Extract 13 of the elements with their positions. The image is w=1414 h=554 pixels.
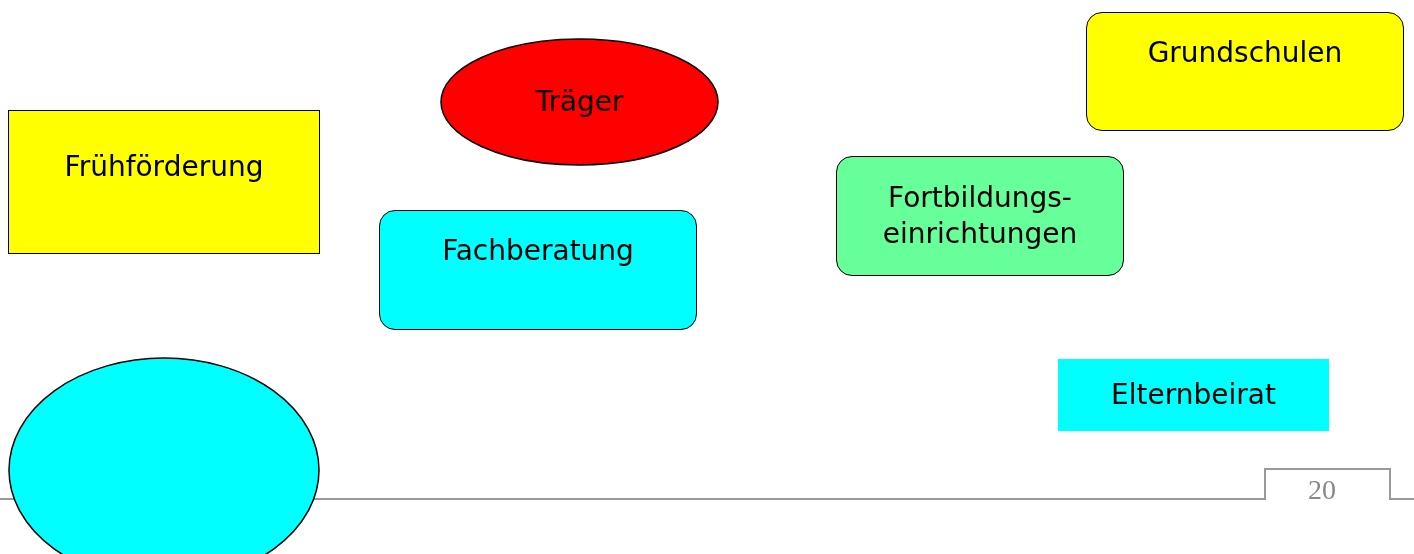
node-label: Fachberatung [441, 233, 635, 269]
page-number: 20 [1308, 474, 1336, 506]
node-label: Fortbildungs- einrichtungen [881, 179, 1079, 252]
node-label: Elternbeirat [1110, 376, 1277, 413]
ellipse-shape [440, 38, 719, 166]
node-label: Träger [534, 83, 625, 120]
filled-box [1058, 359, 1329, 431]
rounded-box [836, 156, 1124, 276]
node-label: Frühförderung [63, 149, 265, 185]
rectangle-box [8, 110, 320, 254]
rounded-box [1086, 12, 1404, 131]
node-label: Grundschulen [1146, 35, 1344, 71]
rounded-box [379, 210, 697, 330]
